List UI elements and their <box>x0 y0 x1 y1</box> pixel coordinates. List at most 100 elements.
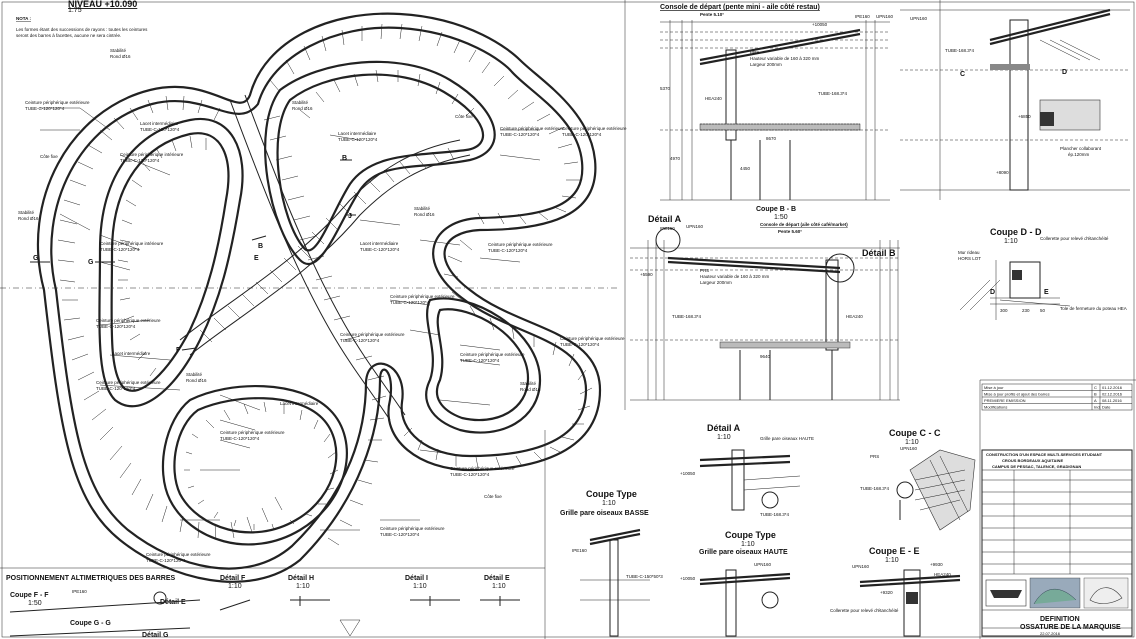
plan-label-ceinture-ext-7: Ceinture périphérique extérieure <box>500 126 565 131</box>
console-cafe-label: Console de départ (aile côté café/market… <box>760 222 848 227</box>
coupe-ff-title: Coupe F - F <box>10 592 49 599</box>
coupe-cc-drawing <box>896 449 976 531</box>
detail-f-title: Détail F <box>220 575 246 582</box>
plan-label-tube-12: TUBE-C-120*120*4 <box>360 247 400 252</box>
coupe-dd-mur: Mur rideau <box>958 250 980 255</box>
level-scale: 1:75 <box>68 7 82 14</box>
coupe-type-1-ipe: IPE160 <box>572 548 587 553</box>
coupe-dd-hors-lot: HORS LOT <box>958 256 981 261</box>
plan-label-tube-11: TUBE-C-120*120*4 <box>338 137 378 142</box>
plan-label-tube-ext-1: TUBE-C-120*120*4 <box>25 106 65 111</box>
coupe-cc-scale: 1:10 <box>905 439 919 446</box>
prs-mid-detail-2: Largeur 200mm <box>700 280 732 285</box>
detail-a-top-title: Détail A <box>648 214 682 224</box>
plan-label-rond-6: Rond Ø16 <box>520 387 541 392</box>
detail-f-scale: 1:10 <box>228 583 242 590</box>
tr-ep: ép.120mm <box>1068 152 1090 157</box>
plan-label-ceinture-ext-12: Ceinture périphérique extérieure <box>560 336 625 341</box>
tr-plancher: Plancher collaborant <box>1060 146 1102 151</box>
project-line-1: CONSTRUCTION D'UN ESPACE MULTI-SERVICES … <box>986 452 1103 457</box>
plan-label-ceinture-ext-2: Ceinture périphérique extérieure <box>96 318 161 323</box>
plan-label-stabilite-4: Stabilité <box>292 100 309 105</box>
plan-label-ceinture-ext-14: Ceinture périphérique extérieure <box>450 466 515 471</box>
detail-b-title: Détail B <box>862 248 896 258</box>
tube-label: TUBE-168.3*4 <box>818 91 848 96</box>
plan-label-lacet-2: Lacet intermédiaire <box>112 351 151 356</box>
coupe-type-2-title: Coupe Type <box>725 530 776 540</box>
revision-table <box>981 383 1133 411</box>
plan-label-ceinture-ext-13: Ceinture périphérique extérieure <box>460 352 525 357</box>
coupe-cc-tube: TUBE-168.3*4 <box>860 486 890 491</box>
plan-label-stabilite-3: Stabilité <box>186 372 203 377</box>
plan-label-cote-fixe-2: Côte fixe <box>40 154 58 159</box>
coupe-type-1-drawing <box>580 528 650 637</box>
coupe-type-1-scale: 1:10 <box>602 500 616 507</box>
revision-rows: Mise à jour C 01.12.2016 Mise à jour pro… <box>984 385 1123 410</box>
plan-label-stabilite-5: Stabilité <box>414 206 431 211</box>
prs-detail-1: Hauteur variable de 160 à 320 mm <box>750 56 820 61</box>
prs-detail-2: Largeur 200mm <box>750 62 782 67</box>
prs-mid-detail-1: Hauteur variable de 160 à 320 mm <box>700 274 770 279</box>
plan-label-tube-6: TUBE-C-120*120*4 <box>220 436 260 441</box>
coupe-bb-title: Coupe B - B <box>756 206 796 213</box>
upn-label: UPN160 <box>876 14 894 19</box>
plan-label-ceinture-ext-1: Ceinture périphérique extérieure <box>25 100 90 105</box>
coupe-type-1-tube: TUBE-C-150*50*3 <box>626 574 663 579</box>
ipe-mid-label: IPE160 <box>660 226 675 231</box>
plan-label-ceinture-ext-6: Ceinture périphérique extérieure <box>380 526 445 531</box>
coupe-bb-middle-drawing <box>630 240 900 401</box>
coupe-dd-drawing <box>959 260 1071 320</box>
coupe-type-1-subtitle: Grille pare oiseaux BASSE <box>560 510 649 517</box>
plan-label-ceinture-int-1: Ceinture périphérique intérieure <box>120 152 184 157</box>
coupe-dd-scale: 1:10 <box>1004 238 1018 245</box>
coupe-dd-collerette: Collerette pour relevé d'étanchéité <box>1040 236 1109 241</box>
tr-upn: UPN160 <box>910 16 928 21</box>
rev-row-0-date: 01.12.2016 <box>1102 385 1123 390</box>
plan-label-cote-fixe-3: Côte fixe <box>455 114 473 119</box>
coupe-type-2-dim: +10050 <box>680 576 696 581</box>
detail-i-title: Détail I <box>405 575 428 582</box>
coupe-dd-label-e: E <box>1044 289 1049 296</box>
plan-label-tube-9: TUBE-C-120*120*4 <box>500 132 540 137</box>
pente-mini-label: Pente 5.10° <box>700 12 724 17</box>
coupe-ee-title: Coupe E - E <box>869 546 920 556</box>
coupe-type-1-title: Coupe Type <box>586 489 637 499</box>
rev-row-2-date: 08.11.2016 <box>1102 398 1122 403</box>
coupe-cc-upn: UPN160 <box>900 446 918 451</box>
details-row-drawing <box>219 596 520 637</box>
coupe-type-2-upn: UPN160 <box>754 562 772 567</box>
company-logo-icon <box>990 590 1022 598</box>
detail-a-bottom-drawing <box>699 449 801 511</box>
rev-row-2-label: PREMIERE EMISSION <box>984 398 1026 403</box>
plan-label-ceinture-ext-10: Ceinture périphérique extérieure <box>390 294 455 299</box>
title-block <box>981 449 1133 637</box>
dim-5590: +5590 <box>640 272 653 277</box>
plan-label-tube-2: TUBE-C-120*120*4 <box>120 158 160 163</box>
project-line-2: CROUS BORDEAUX AQUITAINE <box>1002 458 1063 463</box>
plan-label-tube-15: TUBE-C-120*120*4 <box>340 338 380 343</box>
coupe-ee-upn: UPN160 <box>852 564 870 569</box>
coupe-ee-hea: HEA240 <box>934 572 951 577</box>
plan-label-stabilite-1: Stabilité <box>110 48 127 53</box>
plan-label-rond-1: Rond Ø16 <box>110 54 131 59</box>
console-mini-label: Console de départ (pente mini - aile côt… <box>660 4 820 11</box>
coupe-type-2-scale: 1:10 <box>741 541 755 548</box>
plan-label-section-g-2: G <box>88 259 94 266</box>
detail-a-bottom-title: Détail A <box>707 423 741 433</box>
plan-label-section-e: E <box>254 255 259 262</box>
plan-label-rond-2: Rond Ø16 <box>18 216 39 221</box>
detail-a-grille: Grille pare oiseaux HAUTE <box>760 436 814 441</box>
drawing-date: 22.07.2016 <box>1040 631 1061 636</box>
plan-label-ceinture-ext-4: Ceinture périphérique extérieure <box>220 430 285 435</box>
detail-h-scale: 1:10 <box>296 583 310 590</box>
detail-h-title: Détail H <box>288 575 314 582</box>
note-text-1: Les formes étant des successions de rayo… <box>16 27 148 32</box>
rev-row-0-ind: C <box>1094 385 1097 390</box>
bottom-ipe: IPE160 <box>72 589 87 594</box>
dim-4970: 4970 <box>670 156 681 161</box>
plan-label-lacet-3: Lacet intermédiaire <box>338 131 377 136</box>
coupe-type-2-drawing <box>699 569 791 637</box>
coupe-cc-title: Coupe C - C <box>889 428 941 438</box>
coupe-dd-dim-50: 50 <box>1040 308 1046 313</box>
